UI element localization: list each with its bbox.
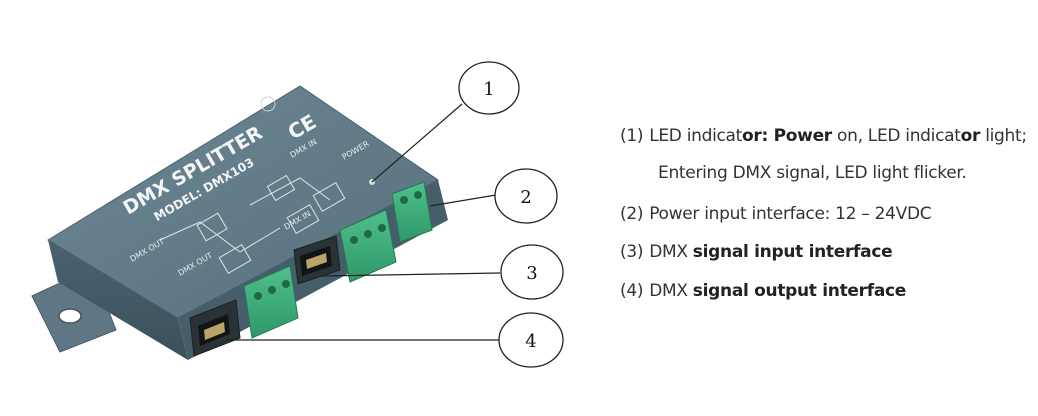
terminal-block-input bbox=[339, 209, 397, 283]
spec-line: Entering DMX signal, LED light flicker. bbox=[658, 163, 967, 183]
spec-number: (3) bbox=[620, 242, 644, 262]
spec-text: signal input interface bbox=[692, 242, 893, 262]
svg-text:4: 4 bbox=[525, 331, 536, 352]
spec-number: (4) bbox=[620, 281, 644, 301]
enclosure-top-face bbox=[47, 85, 439, 319]
spec-number: (2) bbox=[620, 204, 644, 224]
spec-text: Entering DMX signal, LED light flicker. bbox=[658, 163, 967, 183]
spec-line: (3)DMX signal input interface bbox=[620, 242, 893, 262]
spec-text: Power input interface: 12 – 24VDC bbox=[649, 204, 932, 224]
svg-text:1: 1 bbox=[483, 79, 494, 100]
callout-2: 2 bbox=[494, 168, 558, 224]
svg-text:2: 2 bbox=[520, 187, 531, 208]
terminal-block-power bbox=[391, 181, 433, 243]
callout-1: 1 bbox=[458, 61, 520, 115]
enclosure-front-face bbox=[48, 240, 188, 360]
rj45-output-jack bbox=[189, 299, 241, 357]
spec-text: or bbox=[960, 126, 981, 146]
badge-icon bbox=[260, 96, 276, 112]
spec-line: (4)DMX signal output interface bbox=[620, 281, 906, 301]
spec-text: LED indicat bbox=[649, 126, 743, 146]
spec-text: signal output interface bbox=[692, 281, 907, 301]
spec-line: (1)LED indicator: Power on, LED indicato… bbox=[620, 126, 1027, 146]
spec-text: or: Power bbox=[742, 126, 832, 146]
rj45-input-jack bbox=[293, 235, 341, 285]
leader-line-1 bbox=[371, 103, 463, 183]
svg-text:3: 3 bbox=[526, 263, 537, 284]
spec-text: on, LED indicat bbox=[831, 126, 961, 146]
spec-text: DMX bbox=[649, 281, 693, 301]
callout-3: 3 bbox=[500, 244, 564, 300]
spec-number: (1) bbox=[620, 126, 644, 146]
mounting-hole-icon bbox=[58, 308, 82, 324]
leader-line-2 bbox=[429, 194, 497, 207]
terminal-block-output bbox=[243, 265, 299, 339]
spec-line: (2)Power input interface: 12 – 24VDC bbox=[620, 204, 932, 224]
spec-text: DMX bbox=[649, 242, 693, 262]
leader-line-3 bbox=[321, 272, 501, 277]
spec-text: light; bbox=[980, 126, 1027, 146]
callout-4: 4 bbox=[498, 312, 564, 368]
